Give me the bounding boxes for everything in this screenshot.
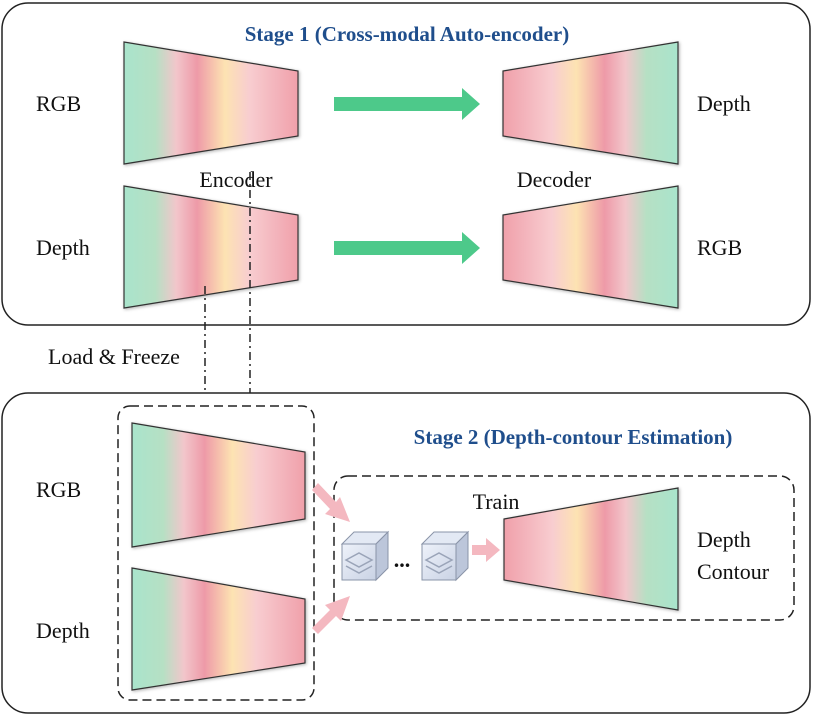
- stage2-input-depth-label: Depth: [36, 618, 90, 643]
- frozen-encoders-box: [117, 405, 315, 701]
- arrow-green-2: [334, 232, 480, 264]
- encoder-rgb: [123, 41, 299, 165]
- contour-decoder: [503, 487, 679, 611]
- stage1-panel: [1, 2, 811, 326]
- decoder-rgb: [502, 185, 679, 309]
- stage1-row1-input-label: RGB: [36, 91, 81, 116]
- frozen-encoder-depth: [131, 567, 306, 691]
- stage1-title: Stage 1 (Cross-modal Auto-encoder): [245, 22, 570, 46]
- stage1-row2-output-label: RGB: [697, 235, 742, 260]
- frozen-encoder-rgb: [131, 422, 306, 548]
- ellipsis: ...: [394, 547, 411, 572]
- network-block-1-icon: [340, 530, 390, 582]
- pink-arrow-to-decoder: [472, 538, 500, 562]
- stage1-row2-input-label: Depth: [36, 235, 90, 260]
- train-label: Train: [473, 489, 520, 514]
- network-block-2-icon: [420, 530, 470, 582]
- load-freeze-label: Load & Freeze: [48, 344, 180, 369]
- output-contour-label: Contour: [697, 559, 770, 584]
- output-depth-label: Depth: [697, 527, 751, 552]
- pink-arrow-rgb: [312, 483, 350, 522]
- stage1-row1-output-label: Depth: [697, 91, 751, 116]
- arrow-green-1: [334, 88, 480, 120]
- encoder-depth: [123, 185, 299, 309]
- stage2-title: Stage 2 (Depth-contour Estimation): [414, 425, 733, 449]
- stage2-input-rgb-label: RGB: [36, 477, 81, 502]
- encoder-label: Encoder: [199, 167, 273, 192]
- trainable-box: [333, 475, 795, 621]
- pink-arrow-depth: [312, 596, 350, 634]
- decoder-label: Decoder: [517, 167, 592, 192]
- decoder-depth: [502, 41, 679, 165]
